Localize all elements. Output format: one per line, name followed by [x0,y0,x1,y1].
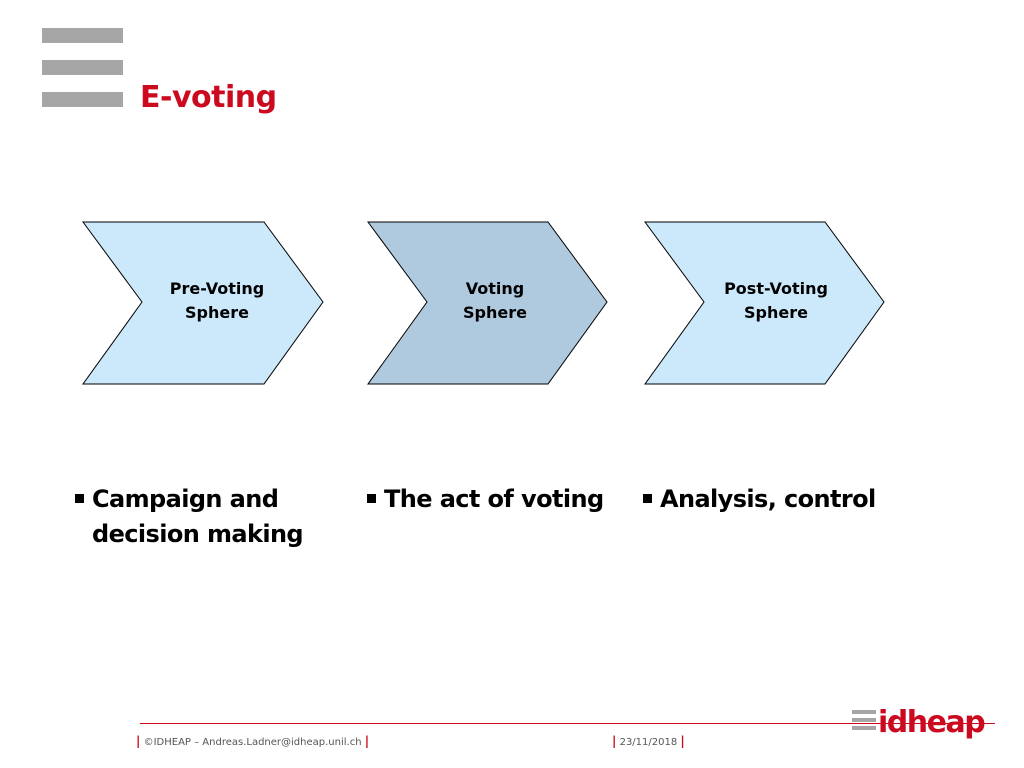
footer-pipe: | [364,734,370,748]
logo-bar-3 [852,726,876,730]
stage-voting-line2: Sphere [463,303,527,322]
logo-bar-2 [852,718,876,722]
bullet-pre-voting-line1: Campaign and [92,485,279,513]
chevron-pre-voting [82,221,324,385]
square-bullet-icon [75,494,84,503]
footer-pipe: | [136,734,141,748]
idheap-logo: idheap [852,705,987,740]
bullet-voting-line1: The act of voting [384,485,604,513]
footer-divider [140,723,995,724]
slide-title: E-voting [140,80,277,115]
footer-pipe: | [680,734,685,748]
stage-post-voting-line1: Post-Voting [724,279,828,298]
stage-post-voting: Post-Voting Sphere [644,221,885,385]
bullet-voting: The act of voting [367,482,627,517]
footer-copyright-text: ©IDHEAP – Andreas.Ladner@idheap.unil.ch [143,737,362,748]
stage-voting: Voting Sphere [367,221,608,385]
bullet-post-voting: Analysis, control [643,482,903,517]
bullet-pre-voting: Campaign and decision making [75,482,335,552]
bullet-pre-voting-line2: decision making [92,520,304,548]
menu-bar-1 [42,28,123,43]
logo-bar-1 [852,710,876,714]
footer-pipe: | [612,734,617,748]
stage-pre-voting: Pre-Voting Sphere [82,221,324,385]
stage-pre-voting-line1: Pre-Voting [170,279,264,298]
menu-bar-3 [42,92,123,107]
chevron-post-voting [644,221,885,385]
chevron-voting [367,221,608,385]
stage-post-voting-line2: Sphere [744,303,808,322]
square-bullet-icon [367,494,376,503]
footer-date: | 23/11/2018 | [612,734,685,748]
menu-bar-2 [42,60,123,75]
stage-pre-voting-line2: Sphere [185,303,249,322]
logo-text: idheap [878,705,985,740]
footer-date-text: 23/11/2018 [619,737,678,748]
bullet-post-voting-line1: Analysis, control [660,485,876,513]
square-bullet-icon [643,494,652,503]
footer-copyright: | ©IDHEAP – Andreas.Ladner@idheap.unil.c… [136,734,369,748]
stage-voting-line1: Voting [466,279,524,298]
